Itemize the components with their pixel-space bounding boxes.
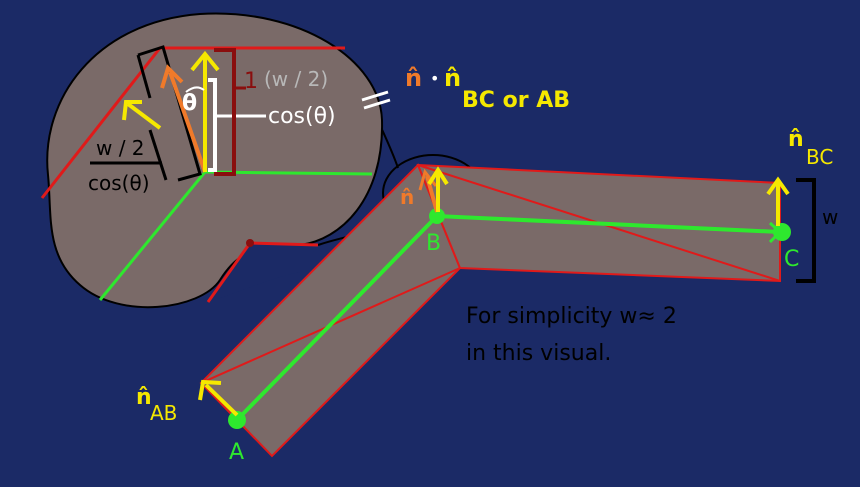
label-w-over-2: w / 2 [96, 136, 145, 160]
formula-n-hat-miter: n̂ [405, 64, 422, 92]
note-line-2: in this visual. [466, 341, 611, 366]
label-width: w [822, 205, 838, 229]
label-cos-theta-denominator: cos(θ) [88, 171, 150, 195]
width-bracket [796, 178, 816, 283]
label-n-hat-miter: n̂ [400, 185, 414, 209]
bubble-normal-ab-arrow [126, 102, 162, 130]
magnified-bubble [40, 12, 484, 309]
formula-subscript: BC or AB [462, 88, 570, 113]
label-theta: θ [182, 91, 197, 116]
equals-marks [361, 90, 391, 110]
label-cos-theta: cos(θ) [268, 104, 336, 129]
note-line-1: For simplicity w≈ 2 [466, 304, 677, 329]
bubble-inner-corner [246, 239, 254, 247]
label-n-hat-ab: n̂ [136, 385, 152, 410]
text-labels: A B C n̂ AB n̂ BC n̂ w For simplicity w≈… [88, 64, 838, 465]
label-n-sub-bc: BC [806, 145, 833, 169]
unit-height-bracket [214, 48, 236, 176]
label-one: 1 [244, 69, 258, 94]
bubble-centerline-ab [98, 171, 207, 301]
label-point-b: B [426, 231, 441, 256]
formula-n-hat-normal: n̂ [444, 64, 461, 92]
label-point-a: A [229, 440, 244, 465]
point-b-dot[interactable] [429, 208, 445, 224]
label-point-c: C [784, 247, 799, 272]
point-a-dot[interactable] [228, 411, 246, 429]
polyline-segments [199, 163, 791, 458]
main-normals [198, 166, 816, 417]
label-n-hat-bc: n̂ [788, 127, 804, 152]
label-n-sub-ab: AB [150, 401, 177, 425]
bubble-notch [208, 243, 318, 302]
bubble-miter-arrow [168, 71, 207, 173]
normal-ab-arrow [204, 383, 239, 417]
cos-theta-bracket [208, 78, 217, 172]
formula-dot: • [430, 69, 439, 88]
label-w-over-2-paren: (w / 2) [264, 67, 328, 91]
theta-arc [185, 86, 205, 93]
